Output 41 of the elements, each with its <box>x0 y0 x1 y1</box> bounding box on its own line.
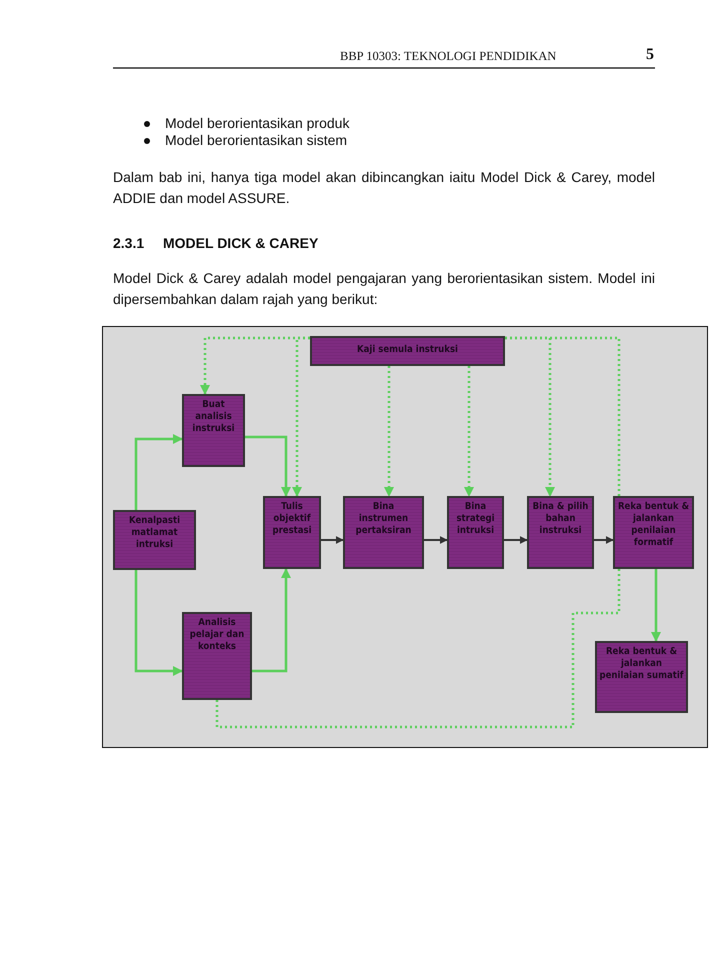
dotted-arrow <box>384 366 394 497</box>
process-box <box>263 496 321 569</box>
process-box <box>613 496 694 569</box>
dotted-arrow <box>292 336 310 497</box>
paragraph: Dalam bab ini, hanya tiga model akan dibincangkan iaitu Model Dick & Carey, model ADDIE dan model ASSURE. <box>113 168 655 208</box>
dotted-arrow <box>464 366 474 497</box>
process-box <box>310 336 505 366</box>
process-box <box>527 496 594 569</box>
box-label: Kenalpasti matlamat intruksi <box>128 515 182 551</box>
arrow <box>252 568 291 672</box>
process-box <box>447 496 504 569</box>
process-box <box>113 510 196 570</box>
bullet-item: Model berorientasikan produk <box>165 114 350 133</box>
box-label: Bina & pilih bahan instruksi <box>532 501 590 537</box>
process-box <box>182 612 252 700</box>
section-heading: MODEL DICK & CAREY <box>163 234 320 253</box>
arrow <box>321 536 344 544</box>
arrow <box>134 434 183 510</box>
arrow <box>651 569 661 642</box>
box-label: Reka bentuk & jalankan penilaian formatif <box>617 501 690 549</box>
running-header: BBP 10303: TEKNOLOGI PENDIDIKAN <box>340 48 558 65</box>
box-label: Tulis objektif prestasi <box>271 501 313 537</box>
arrow <box>134 570 183 676</box>
page-number: 5 <box>645 45 654 65</box>
arrow <box>594 536 614 544</box>
arrow <box>245 436 291 497</box>
process-box <box>343 496 424 569</box>
box-label: Buat analisis instruksi <box>191 399 236 435</box>
box-label: Kaji semula instruksi <box>356 344 459 356</box>
section-number: 2.3.1 <box>113 234 146 253</box>
box-label: Analisis pelajar dan konteks <box>188 617 246 653</box>
dotted-arrow <box>505 336 555 497</box>
box-label: Bina instrumen pertaksiran <box>354 501 412 537</box>
process-box <box>595 641 688 713</box>
box-label: Bina strategi intruksi <box>455 501 496 537</box>
process-box <box>182 394 245 467</box>
arrow <box>504 536 528 544</box>
bullet-item: Model berorientasikan sistem <box>165 131 348 150</box>
box-label: Reka bentuk & jalankan penilaian sumatif <box>599 646 684 682</box>
arrow <box>424 536 448 544</box>
paragraph: Model Dick & Carey adalah model pengajaran yang berorientasikan sistem. Model ini dipersembahkan dalam rajah yang berikut: <box>113 269 655 309</box>
